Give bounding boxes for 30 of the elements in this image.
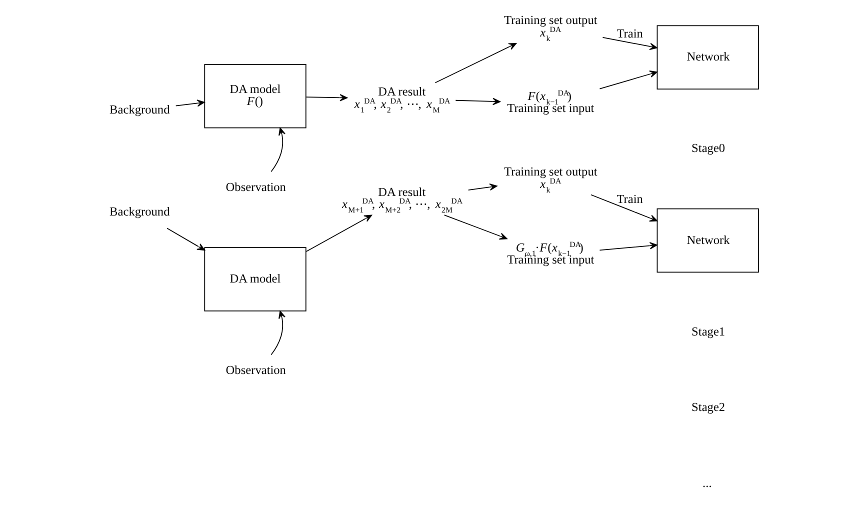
label: Stage0 [691,141,725,156]
edge-label: Train [616,192,642,206]
arrow [602,36,657,50]
node-box: DA model F() [204,64,306,128]
arrow [270,310,285,356]
node-text: Observation [225,180,286,194]
label: Stage2 [691,400,725,414]
arrow [598,242,657,251]
node-box: Network [656,25,758,90]
node-text: Background [109,204,170,219]
node-text: G$_{ω,1}$·F(x$_{k−1}$$^{DA}$) Training set input [506,240,594,267]
arrow [305,214,372,252]
arrow [305,94,348,102]
label: ... [702,476,712,490]
arrow [270,128,285,172]
arrow [454,98,500,106]
arrow [434,42,516,84]
node-box: DA model [204,247,306,312]
arrow [174,100,204,107]
edge-label: Train [616,26,642,40]
label: Stage1 [691,324,725,338]
arrow [598,70,657,90]
arrow [467,183,497,191]
arrow [590,194,658,222]
node-text: Observation [225,363,286,378]
node-box: Network [656,208,758,273]
node-text: F(x$_{k−1}$$^{DA}$) Training set input [506,88,594,116]
arrow [443,214,507,240]
node-text: Background [109,102,170,116]
arrow [166,228,205,251]
